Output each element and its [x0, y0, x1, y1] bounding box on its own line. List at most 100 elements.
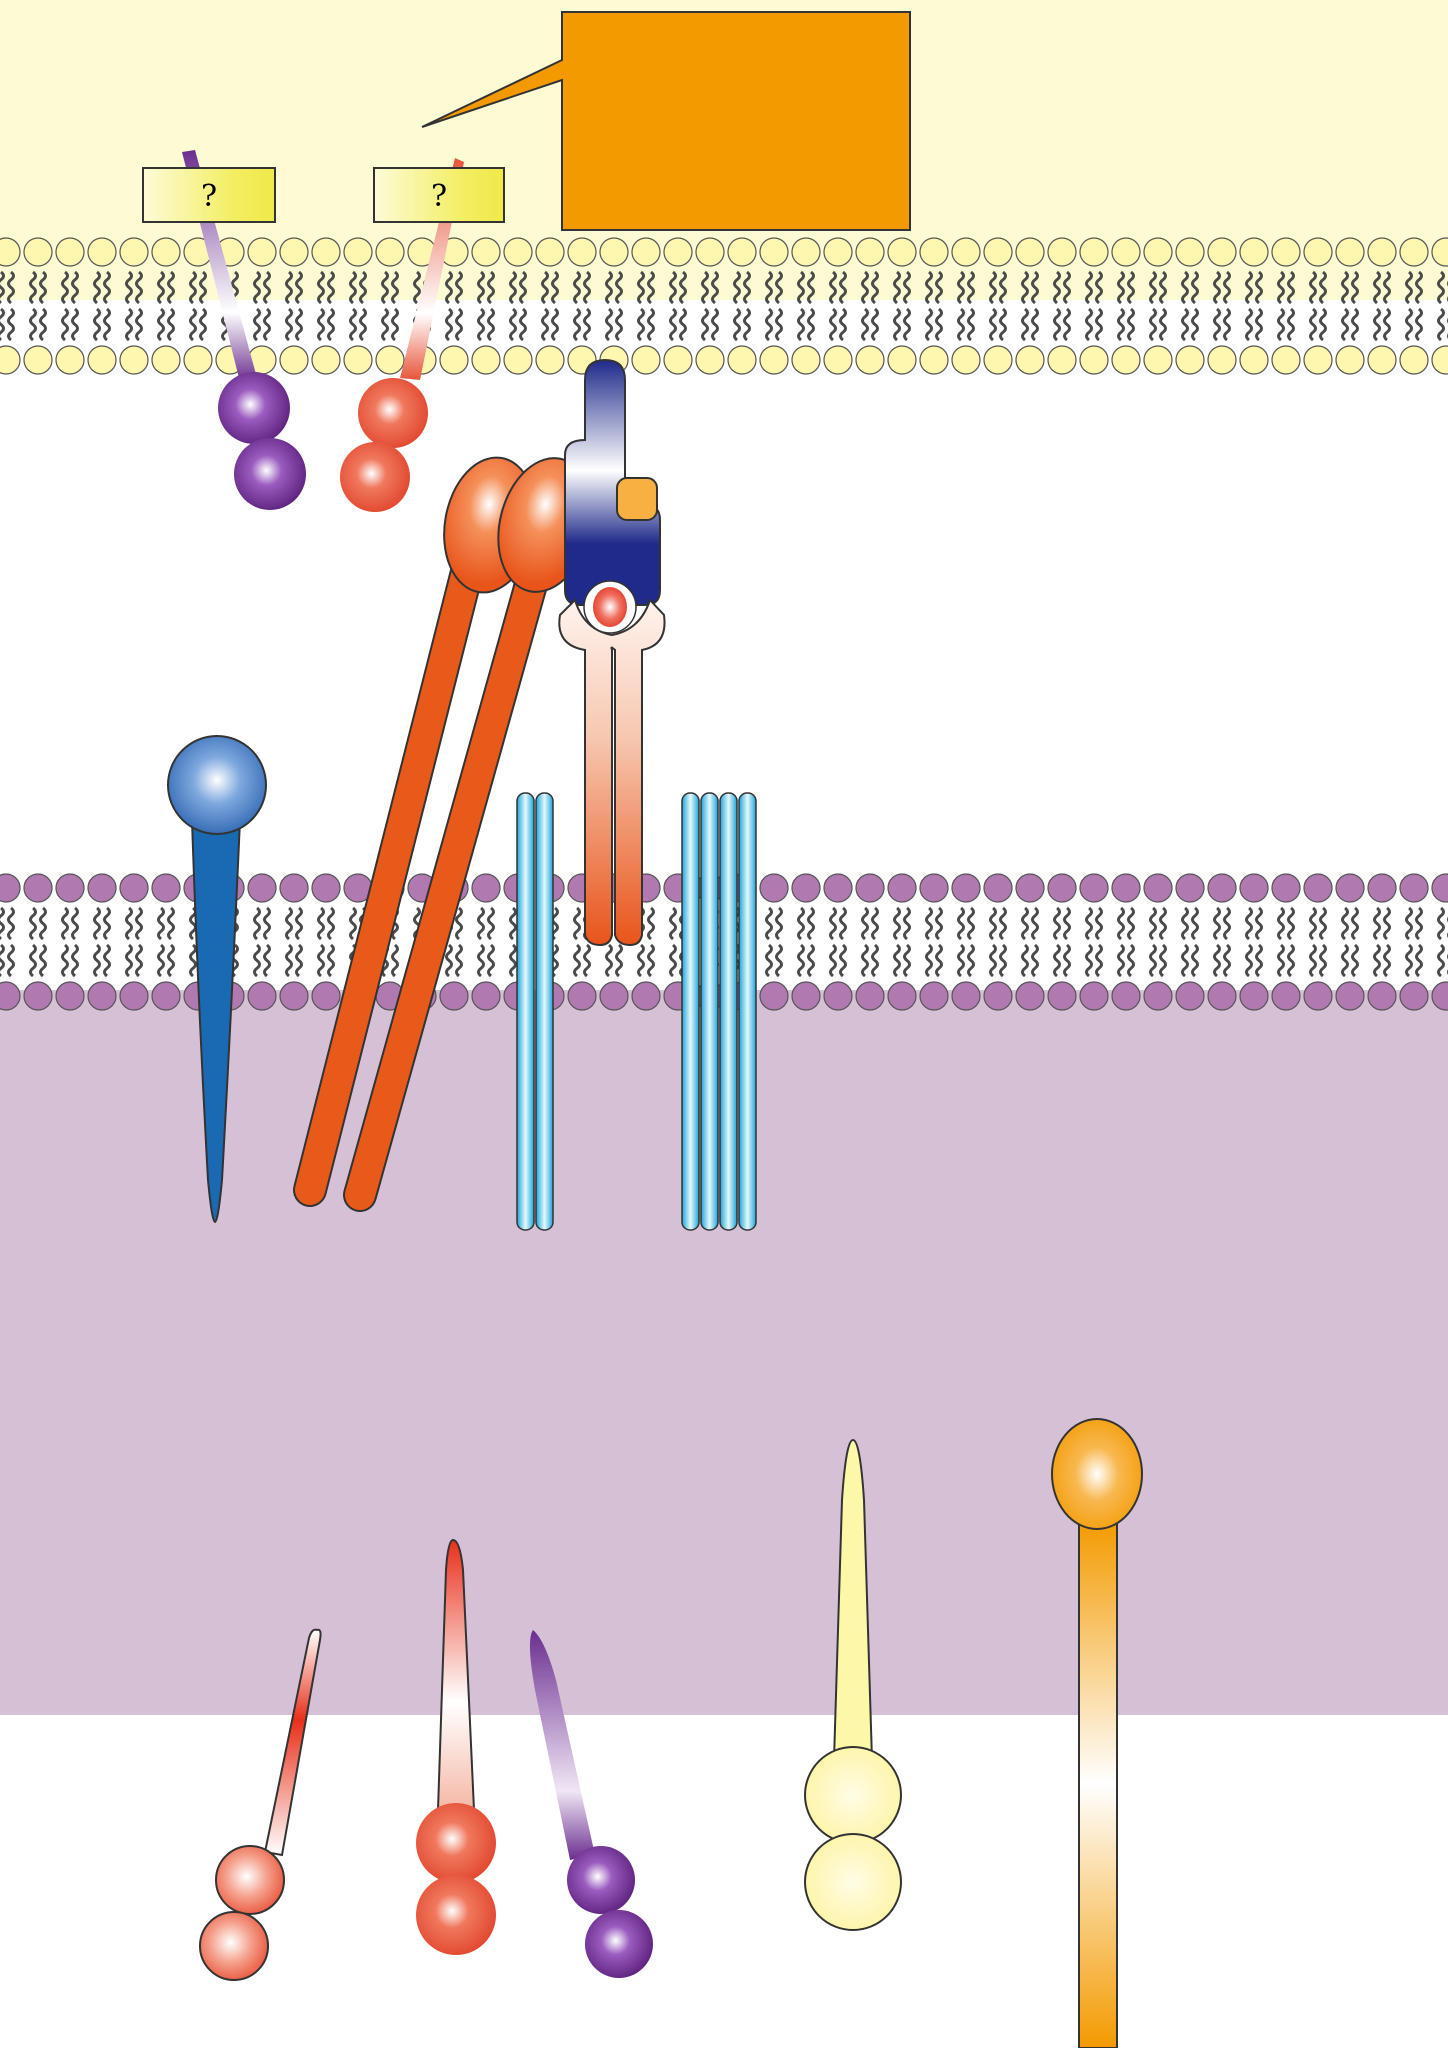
lipid-tails — [701, 270, 719, 342]
lipid-tails — [253, 270, 271, 342]
lipid-head — [1335, 981, 1365, 1011]
lipid-head — [919, 981, 949, 1011]
question-mark-right: ? — [431, 179, 447, 214]
lipid-tails — [381, 270, 399, 342]
question-box-right — [373, 167, 505, 223]
lipid-head — [1143, 345, 1173, 375]
lipid-head — [375, 345, 405, 375]
lipid-head — [1111, 873, 1141, 903]
lipid-head — [87, 345, 117, 375]
lipid-tails — [125, 270, 143, 342]
lipid-tails — [1405, 270, 1423, 342]
lipid-tails — [1277, 270, 1295, 342]
lipid-head — [855, 345, 885, 375]
lipid-head — [119, 981, 149, 1011]
lipid-tails — [1213, 906, 1231, 978]
lipid-head — [183, 345, 213, 375]
lipid-head — [1239, 981, 1269, 1011]
lipid-head — [23, 345, 53, 375]
lipid-tails — [893, 906, 911, 978]
lipid-head — [55, 345, 85, 375]
lipid-head — [151, 237, 181, 267]
lipid-head — [343, 237, 373, 267]
lipid-tails — [317, 270, 335, 342]
lipid-head — [311, 345, 341, 375]
lipid-head — [0, 873, 21, 903]
lipid-tails — [1181, 906, 1199, 978]
lipid-tails — [893, 270, 911, 342]
lipid-tails — [285, 270, 303, 342]
lipid-head — [1111, 981, 1141, 1011]
helix-bundle-quad — [681, 792, 757, 1231]
lipid-head — [471, 981, 501, 1011]
lipid-head — [759, 873, 789, 903]
orange-cap — [616, 477, 658, 521]
lipid-head — [983, 237, 1013, 267]
lipid-head — [887, 237, 917, 267]
lipid-head — [119, 873, 149, 903]
lipid-head — [23, 873, 53, 903]
lipid-head — [1143, 237, 1173, 267]
lipid-tails — [0, 270, 15, 342]
lipid-head — [1079, 873, 1109, 903]
lipid-head — [279, 873, 309, 903]
lipid-tails — [925, 270, 943, 342]
lipid-head — [599, 981, 629, 1011]
lipid-tails — [989, 270, 1007, 342]
lipid-head — [1399, 237, 1429, 267]
lipid-head — [1047, 345, 1077, 375]
lipid-tails — [1309, 270, 1327, 342]
lipid-head — [887, 873, 917, 903]
lipid-tails — [125, 906, 143, 978]
lipid-head — [951, 981, 981, 1011]
lipid-head — [1079, 981, 1109, 1011]
lipid-head — [567, 981, 597, 1011]
lipid-tails — [861, 906, 879, 978]
inner-membrane — [0, 873, 1448, 1011]
question-label-left: ? — [142, 167, 276, 223]
lipid-head — [759, 345, 789, 375]
lipid-tails — [1405, 906, 1423, 978]
lipid-head — [855, 237, 885, 267]
lipid-head — [663, 345, 693, 375]
lipid-head — [983, 981, 1013, 1011]
lipid-head — [1399, 981, 1429, 1011]
lipid-tails — [829, 906, 847, 978]
lipid-head — [1367, 345, 1397, 375]
lipid-head — [311, 981, 341, 1011]
amber-stalk-protein — [1051, 1418, 1143, 2048]
lipid-head — [1015, 345, 1045, 375]
lipid-tails — [1341, 270, 1359, 342]
lipid-tails — [317, 906, 335, 978]
lipid-head — [887, 981, 917, 1011]
lipid-head — [1239, 345, 1269, 375]
lipid-tails — [1149, 906, 1167, 978]
lipid-tails — [189, 270, 207, 342]
lipid-head — [1335, 237, 1365, 267]
lipid-head — [1175, 873, 1205, 903]
lipid-head — [631, 981, 661, 1011]
lipid-head — [1047, 873, 1077, 903]
lipid-tails — [1341, 906, 1359, 978]
lipid-head — [631, 345, 661, 375]
lipid-head — [1271, 873, 1301, 903]
lipid-head — [55, 873, 85, 903]
lipid-head — [1399, 345, 1429, 375]
lipid-head — [1111, 237, 1141, 267]
lipid-head — [1079, 237, 1109, 267]
lipid-head — [1175, 345, 1205, 375]
lipid-head — [1303, 873, 1333, 903]
lipid-head — [471, 345, 501, 375]
lipid-head — [1207, 345, 1237, 375]
lipid-head — [1431, 873, 1448, 903]
lipid-tails — [573, 270, 591, 342]
lipid-head — [791, 981, 821, 1011]
lipid-head — [87, 873, 117, 903]
lipid-head — [247, 873, 277, 903]
lipid-head — [1239, 873, 1269, 903]
lipid-tails — [1085, 906, 1103, 978]
lipid-head — [0, 981, 21, 1011]
lipid-head — [1047, 237, 1077, 267]
lipid-tails — [797, 270, 815, 342]
